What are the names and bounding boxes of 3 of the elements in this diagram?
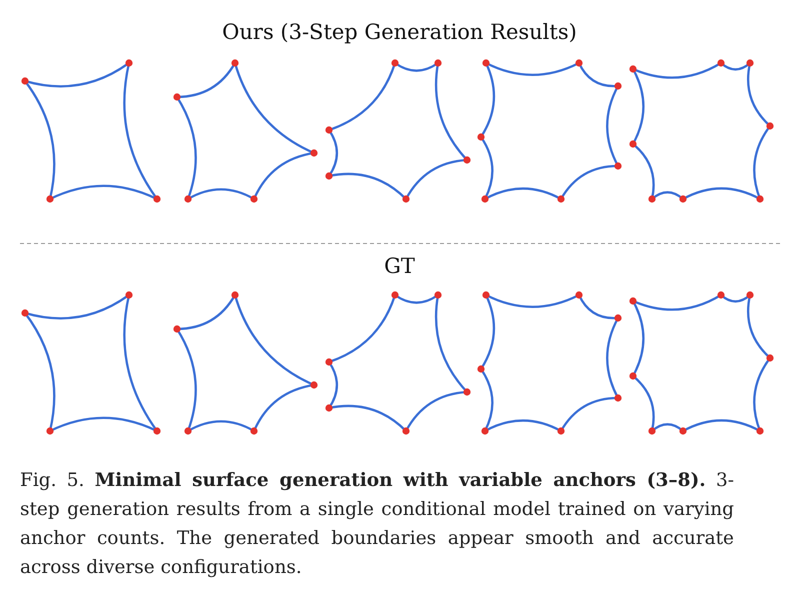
- row-heading: GT: [384, 253, 415, 279]
- figure-caption: Fig. 5. Minimal surface generation with variable anchors (3–8). 3-step generation results from a single conditional model trained on varying anchor counts. The generated boundaries appear smooth and accurate across diverse configurations.: [20, 469, 734, 580]
- row-heading: Ours (3-Step Generation Results): [222, 19, 577, 45]
